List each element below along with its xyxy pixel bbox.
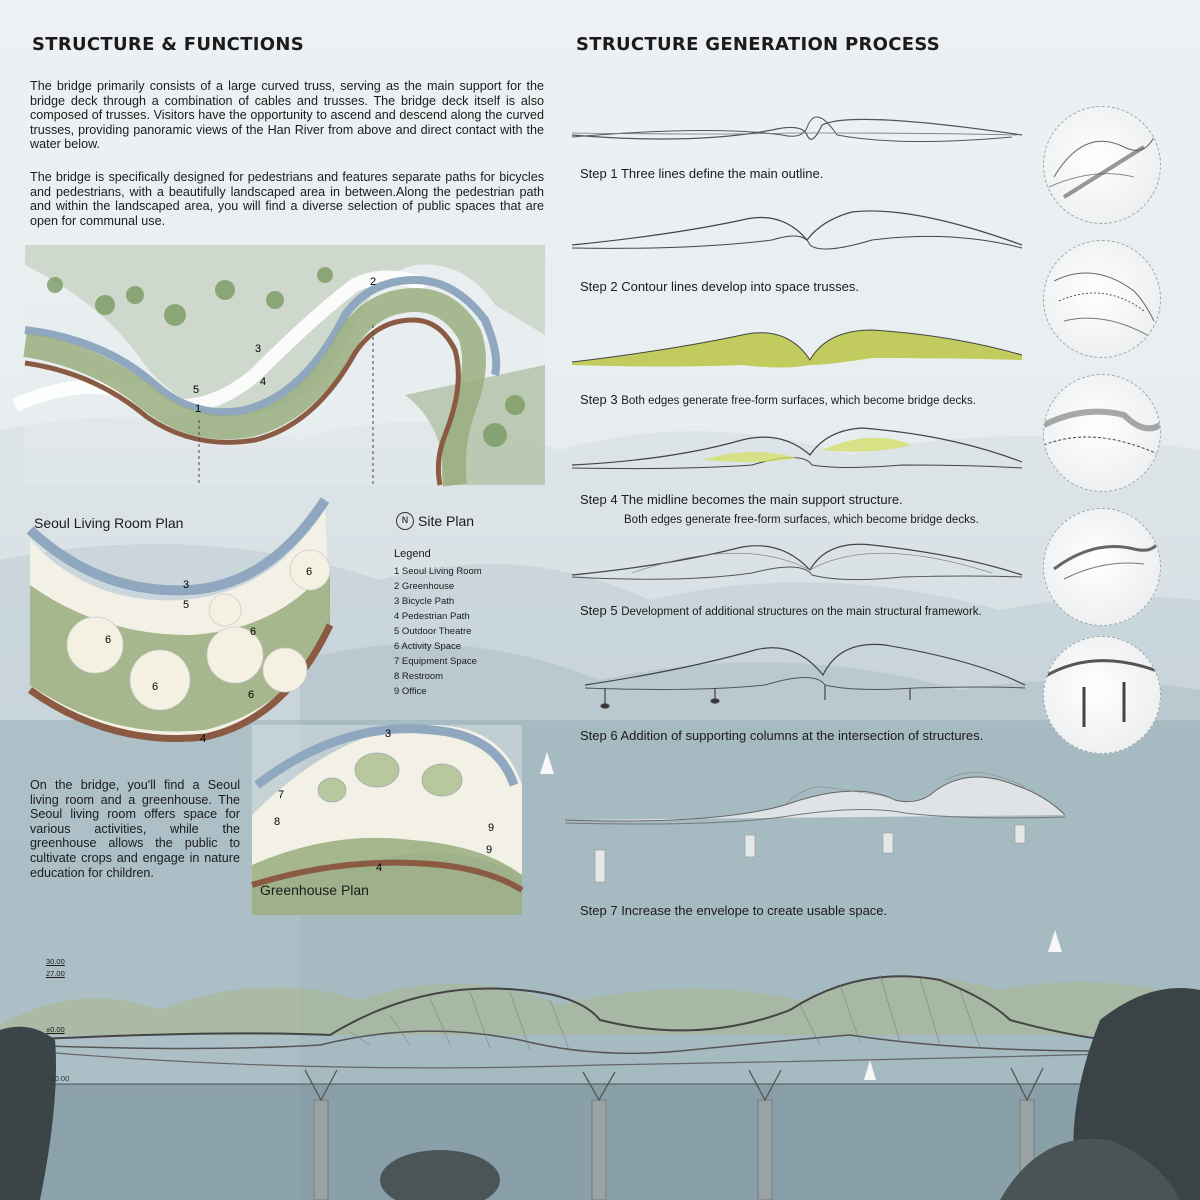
step-5-subtext: Development of additional structures on … (621, 606, 982, 618)
step3-diagram (571, 329, 1023, 368)
seoul-living-room-plan-label: Seoul Living Room Plan (34, 515, 184, 531)
step-7-caption: Step 7 Increase the envelope to create u… (580, 903, 888, 918)
level-label-0: ±0.00 (46, 1025, 65, 1034)
detail-view-step4 (1043, 508, 1161, 626)
site-number-2: 2 (370, 276, 376, 288)
step-5-label: Step 5 (580, 603, 618, 618)
step-5-caption: Step 5 Development of additional structu… (580, 603, 982, 618)
bridge-program-description: On the bridge, you'll find a Seoul livin… (30, 778, 240, 880)
step-1-caption: Step 1 Three lines define the main outli… (580, 166, 824, 181)
intro-paragraph-2: The bridge is specifically designed for … (30, 170, 544, 228)
seoul-number: 6 (248, 689, 254, 701)
step-6-caption: Step 6 Addition of supporting columns at… (580, 728, 984, 743)
north-arrow-icon: N (396, 512, 414, 530)
step1-diagram (571, 116, 1023, 143)
step-3-caption: Step 3 Both edges generate free-form sur… (580, 392, 976, 407)
step-2-caption: Step 2 Contour lines develop into space … (580, 279, 859, 294)
step2-diagram (571, 210, 1023, 250)
site-plan-label: Site Plan (418, 513, 475, 529)
step-3-subtext: Both edges generate free-form surfaces, … (621, 395, 976, 407)
greenhouse-plan: 3 7 8 9 9 4 (251, 724, 524, 915)
legend-item: 1 Seoul Living Room (394, 566, 482, 577)
site-number-4: 4 (260, 376, 266, 388)
greenhouse-number: 3 (385, 728, 391, 740)
step-4-caption: Step 4 The midline becomes the main supp… (580, 492, 903, 507)
intro-paragraph-1: The bridge primarily consists of a large… (30, 79, 544, 152)
seoul-number: 6 (250, 626, 256, 638)
seoul-number: 6 (152, 681, 158, 693)
step6-diagram (584, 643, 1026, 709)
legend-item: 9 Office (394, 686, 427, 697)
sailboat-icon (540, 752, 554, 774)
greenhouse-number: 7 (278, 789, 284, 801)
legend-item: 6 Activity Space (394, 641, 462, 652)
detail-view-step3 (1043, 374, 1161, 492)
level-label-27: 27.00 (46, 969, 65, 978)
legend-item: 7 Equipment Space (394, 656, 477, 667)
level-label-minus10: -10.00 (48, 1074, 70, 1083)
step7-rendering (564, 772, 1066, 883)
site-number-3: 3 (255, 343, 261, 355)
legend: Legend 1 Seoul Living Room 2 Greenhouse … (394, 547, 482, 699)
seoul-living-room-plan: 3 5 6 6 6 6 6 4 (26, 497, 334, 745)
greenhouse-number: 4 (376, 862, 382, 874)
step5-diagram (571, 543, 1023, 581)
generation-process-heading: STRUCTURE GENERATION PROCESS (576, 34, 941, 55)
detail-view-step5 (1043, 636, 1161, 754)
seoul-number: 6 (306, 566, 312, 578)
sailboat-icon (1048, 930, 1062, 952)
legend-title: Legend (394, 548, 431, 560)
legend-item: 4 Pedestrian Path (394, 611, 470, 622)
detail-view-step2 (1043, 240, 1161, 358)
detail-view-step1 (1043, 106, 1161, 224)
site-plan-drawing: 1 2 3 4 5 (12, 245, 545, 487)
bridge-elevation (0, 974, 1200, 1200)
structure-functions-heading: STRUCTURE & FUNCTIONS (32, 34, 305, 55)
legend-item: 5 Outdoor Theatre (394, 626, 472, 637)
legend-item: 2 Greenhouse (394, 581, 455, 592)
greenhouse-number: 9 (488, 822, 494, 834)
site-number-1: 1 (195, 403, 201, 415)
greenhouse-plan-label: Greenhouse Plan (260, 882, 369, 898)
seoul-number: 5 (183, 599, 189, 611)
seoul-number: 6 (105, 634, 111, 646)
level-label-30: 30.00 (46, 957, 65, 966)
step-4-subtext: Both edges generate free-form surfaces, … (624, 514, 979, 526)
greenhouse-number: 8 (274, 816, 280, 828)
legend-item: 8 Restroom (394, 671, 444, 682)
seoul-number: 3 (183, 579, 189, 591)
seoul-number: 4 (200, 733, 206, 745)
site-number-5: 5 (193, 384, 199, 396)
greenhouse-number: 9 (486, 844, 492, 856)
legend-item: 3 Bicycle Path (394, 596, 455, 607)
step-3-label: Step 3 (580, 392, 618, 407)
sailboat-icon (864, 1060, 876, 1080)
step4-diagram (571, 427, 1023, 470)
